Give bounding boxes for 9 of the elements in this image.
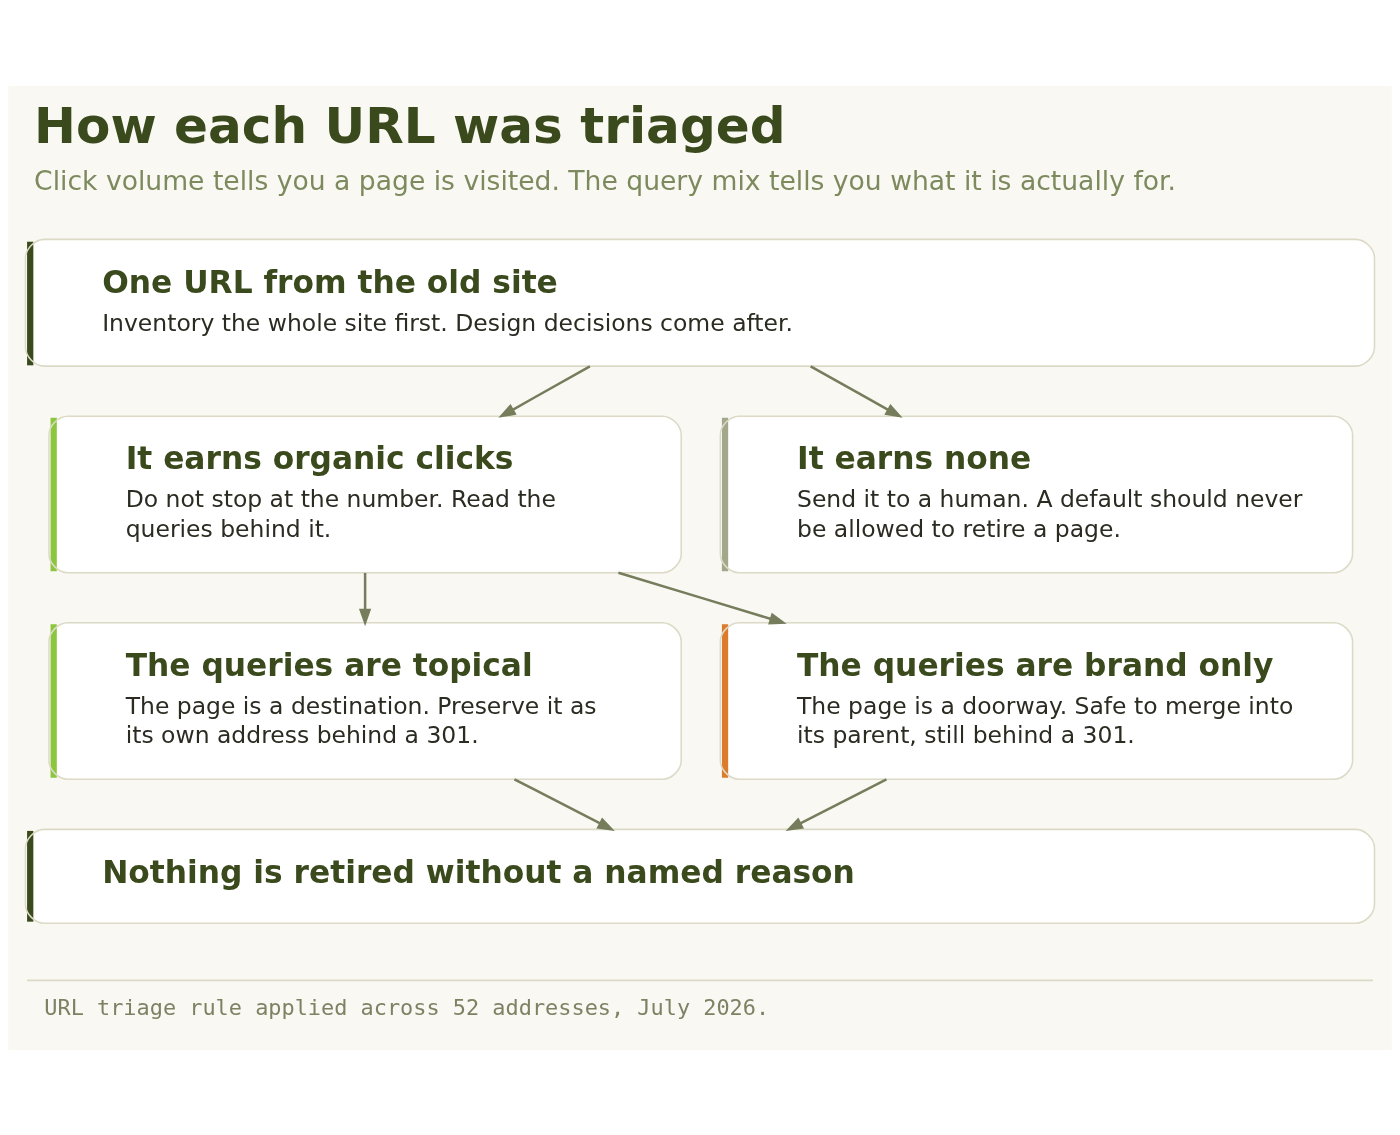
arrow	[810, 364, 903, 418]
arrow	[513, 777, 615, 831]
arrow	[618, 571, 787, 625]
diagram-title: How each URL was triaged	[34, 96, 786, 155]
label: URL triage rule applied across 52 addresses, July 2026.	[44, 994, 770, 1020]
arrow	[785, 777, 887, 831]
arrow	[498, 364, 591, 418]
arrow	[358, 572, 372, 626]
caption: Click volume tells you a page is visited. The query mix tells you what it is actually for.	[34, 164, 1176, 196]
